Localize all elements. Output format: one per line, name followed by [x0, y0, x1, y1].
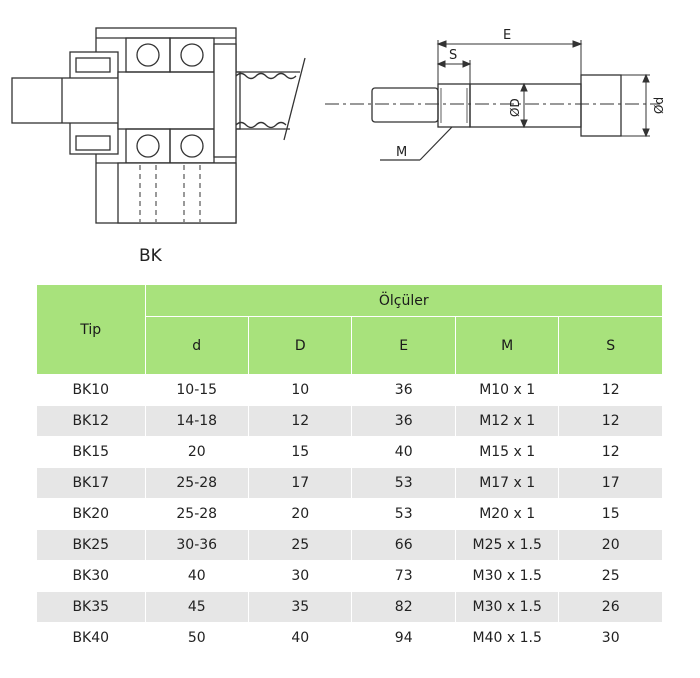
cell-D: 10 — [247, 374, 353, 406]
cell-tip: BK10 — [36, 374, 146, 406]
cell-S: 15 — [558, 498, 663, 530]
cell-tip: BK15 — [36, 436, 146, 468]
cell-M: M30 x 1.5 — [454, 560, 560, 592]
cell-tip: BK17 — [36, 467, 146, 499]
header-col-E: E — [351, 316, 456, 375]
cell-tip: BK40 — [36, 622, 146, 654]
table-row: BK10 10-15 10 36 M10 x 1 12 — [36, 374, 663, 406]
dim-S-label: S — [449, 48, 457, 63]
cell-d: 14-18 — [144, 405, 249, 437]
cell-M: M17 x 1 — [454, 467, 560, 499]
cell-E: 36 — [351, 405, 456, 437]
cell-E: 53 — [351, 498, 456, 530]
cell-S: 12 — [558, 405, 663, 437]
thread-hatch — [440, 88, 468, 123]
dimension-lines — [380, 40, 650, 161]
cell-tip: BK30 — [36, 560, 146, 592]
cell-E: 36 — [351, 374, 456, 406]
cell-tip: BK35 — [36, 591, 146, 623]
table-row: BK40 50 40 94 M40 x 1.5 30 — [36, 622, 663, 654]
cell-M: M20 x 1 — [454, 498, 560, 530]
table-row: BK30 40 30 73 M30 x 1.5 25 — [36, 560, 663, 592]
dimensions-table: Tip Ölçüler d D E M S BK10 10-15 10 36 M… — [36, 284, 663, 654]
header-col-M: M — [454, 316, 560, 375]
cell-D: 40 — [247, 622, 353, 654]
cell-d: 25-28 — [144, 467, 249, 499]
cell-d: 30-36 — [144, 529, 249, 561]
cell-S: 26 — [558, 591, 663, 623]
cell-d: 40 — [144, 560, 249, 592]
cell-d: 50 — [144, 622, 249, 654]
header-col-S: S — [558, 316, 663, 375]
technical-drawing: BK — [11, 27, 666, 266]
cell-D: 15 — [247, 436, 353, 468]
table-body: BK10 10-15 10 36 M10 x 1 12 BK12 14-18 1… — [36, 374, 663, 654]
table-header: Tip Ölçüler d D E M S — [36, 284, 663, 375]
cell-tip: BK12 — [36, 405, 146, 437]
cell-S: 12 — [558, 436, 663, 468]
table-row: BK17 25-28 17 53 M17 x 1 17 — [36, 467, 663, 499]
cell-E: 94 — [351, 622, 456, 654]
table-row: BK15 20 15 40 M15 x 1 12 — [36, 436, 663, 468]
header-olculer: Ölçüler — [144, 284, 663, 317]
table-row: BK35 45 35 82 M30 x 1.5 26 — [36, 591, 663, 623]
cell-tip: BK25 — [36, 529, 146, 561]
cell-D: 30 — [247, 560, 353, 592]
header-tip: Tip — [36, 284, 146, 375]
dimensions-table-container: Tip Ölçüler d D E M S BK10 10-15 10 36 M… — [36, 284, 663, 654]
cell-E: 53 — [351, 467, 456, 499]
cell-tip: BK20 — [36, 498, 146, 530]
cell-D: 35 — [247, 591, 353, 623]
cell-S: 20 — [558, 529, 663, 561]
dim-D-label: ØD — [508, 98, 522, 117]
dim-d-label: Ød — [652, 97, 666, 114]
cell-M: M30 x 1.5 — [454, 591, 560, 623]
cell-M: M12 x 1 — [454, 405, 560, 437]
bk-unit-hidden-lines — [139, 165, 201, 222]
cell-E: 73 — [351, 560, 456, 592]
cell-D: 17 — [247, 467, 353, 499]
cell-M: M40 x 1.5 — [454, 622, 560, 654]
cell-d: 45 — [144, 591, 249, 623]
cell-E: 82 — [351, 591, 456, 623]
cell-D: 20 — [247, 498, 353, 530]
table-row: BK12 14-18 12 36 M12 x 1 12 — [36, 405, 663, 437]
shaft-end-drawing — [325, 74, 660, 137]
cell-E: 66 — [351, 529, 456, 561]
cell-d: 20 — [144, 436, 249, 468]
table-row: BK20 25-28 20 53 M20 x 1 15 — [36, 498, 663, 530]
header-col-D: D — [247, 316, 353, 375]
cell-D: 12 — [247, 405, 353, 437]
table-row: BK25 30-36 25 66 M25 x 1.5 20 — [36, 529, 663, 561]
cell-M: M10 x 1 — [454, 374, 560, 406]
dim-M-label: M — [396, 145, 407, 160]
cell-S: 25 — [558, 560, 663, 592]
bk-label: BK — [139, 246, 163, 266]
cell-d: 10-15 — [144, 374, 249, 406]
cell-S: 17 — [558, 467, 663, 499]
cell-d: 25-28 — [144, 498, 249, 530]
cell-S: 30 — [558, 622, 663, 654]
dim-E-label: E — [503, 28, 511, 43]
bk-unit-section — [11, 27, 306, 224]
cell-D: 25 — [247, 529, 353, 561]
cell-M: M15 x 1 — [454, 436, 560, 468]
cell-E: 40 — [351, 436, 456, 468]
cell-M: M25 x 1.5 — [454, 529, 560, 561]
header-col-d: d — [144, 316, 249, 375]
cell-S: 12 — [558, 374, 663, 406]
